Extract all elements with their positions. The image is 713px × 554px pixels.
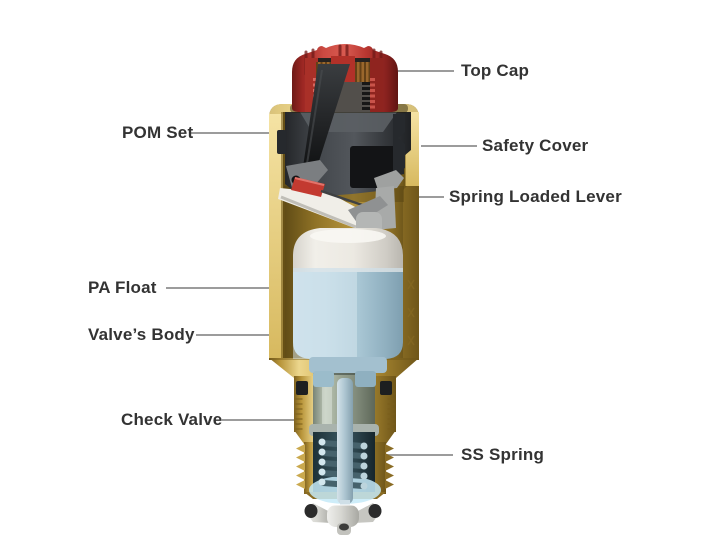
pa-float-part	[293, 228, 403, 387]
lever-red-pad	[291, 177, 325, 197]
label-spring-loaded-lever: Spring Loaded Lever	[449, 187, 622, 206]
copper-seal-right	[355, 62, 370, 84]
label-valves-body: Valve’s Body	[88, 325, 195, 344]
label-check-valve: Check Valve	[121, 410, 223, 429]
label-pa-float: PA Float	[88, 278, 157, 297]
pom-set-part	[302, 64, 350, 180]
label-pom-set: POM Set	[122, 123, 194, 142]
label-safety-cover: Safety Cover	[482, 136, 589, 155]
knurl-marks	[407, 279, 415, 346]
spring-coil-highlights	[318, 438, 368, 490]
o-ring-seal-left	[296, 381, 308, 395]
valve-stem-part	[337, 378, 353, 514]
label-top-cap: Top Cap	[461, 61, 530, 80]
lever-blade	[278, 188, 366, 229]
drain-claw-part	[304, 503, 382, 535]
o-ring-seal-right	[380, 381, 392, 395]
top-cap-part	[290, 44, 408, 113]
label-ss-spring: SS Spring	[461, 445, 545, 464]
